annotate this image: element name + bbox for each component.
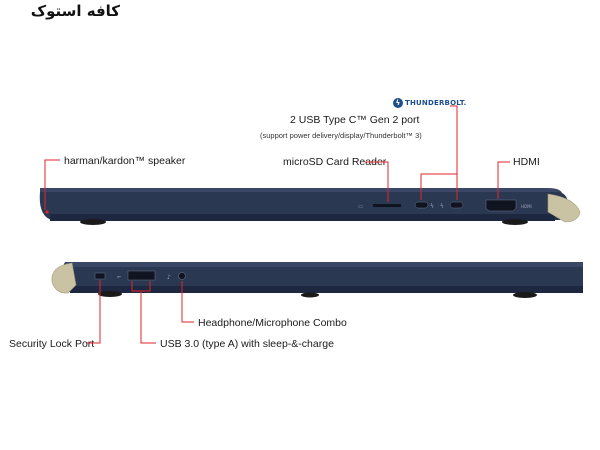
usb-a-port — [127, 270, 156, 281]
watermark-logo: کافه استوک — [2, 2, 120, 20]
hdmi-marking: HDMI — [521, 204, 532, 209]
label-security: Security Lock Port — [9, 338, 95, 350]
security-lock-slot — [94, 272, 106, 280]
callout-security — [87, 280, 101, 344]
foot-1 — [80, 219, 106, 225]
label-usb-c: 2 USB Type C™ Gen 2 port — [290, 114, 420, 126]
foot-4 — [301, 292, 319, 298]
headphone-jack — [178, 272, 186, 280]
hdmi-port — [485, 199, 517, 212]
thunderbolt-text: THUNDERBOLT. — [405, 99, 467, 107]
laptop-body-top — [39, 192, 568, 220]
hinge-left — [51, 262, 77, 294]
label-microsd: microSD Card Reader — [283, 156, 387, 168]
callout-usb-c-2 — [450, 105, 458, 174]
callout-speaker — [44, 159, 60, 210]
watermark-text: کافه استوک — [30, 2, 120, 20]
foot-3 — [98, 291, 122, 297]
callout-hdmi — [497, 161, 510, 199]
usb-c-thunderbolt-icon-2: ϟ — [440, 203, 444, 210]
laptop-right-side: ▭ ϟ ϟ HDMI — [39, 188, 581, 225]
usb-c-port-1 — [414, 201, 429, 209]
laptop-lid-top — [40, 188, 562, 193]
headphone-icon: ♪ — [167, 274, 171, 281]
callout-usb-c-1 — [420, 173, 458, 200]
laptop-body-shadow-bottom — [70, 286, 583, 293]
microsd-slot — [373, 204, 401, 207]
usb-c-thunderbolt-icon-1: ϟ — [430, 203, 434, 210]
laptop-left-side: ⟜ ♪ — [51, 262, 584, 298]
callout-lines — [44, 105, 510, 344]
callout-headphone — [181, 281, 194, 323]
microsd-icon: ▭ — [358, 204, 363, 210]
laptop-body-bottom — [59, 267, 584, 292]
label-speaker: harman/kardon™ speaker — [64, 155, 186, 167]
thunderbolt-icon: ϟ — [393, 98, 403, 108]
usb-c-port-2 — [449, 201, 464, 209]
foot-2 — [502, 219, 528, 225]
callout-usb3-b — [140, 291, 156, 344]
laptop-body-shadow-top — [50, 214, 555, 221]
foot-5 — [513, 292, 537, 298]
hinge-right — [547, 193, 581, 223]
laptop-lid-bottom — [62, 262, 583, 268]
label-headphone: Headphone/Microphone Combo — [198, 317, 347, 329]
label-usb3: USB 3.0 (type A) with sleep-&-charge — [160, 338, 334, 350]
usb-icon: ⟜ — [117, 274, 121, 280]
callout-microsd — [365, 161, 389, 202]
callout-speaker-dot — [45, 210, 49, 214]
label-usb-c-sub: (support power delivery/display/Thunderb… — [260, 131, 422, 140]
label-hdmi: HDMI — [513, 156, 540, 168]
